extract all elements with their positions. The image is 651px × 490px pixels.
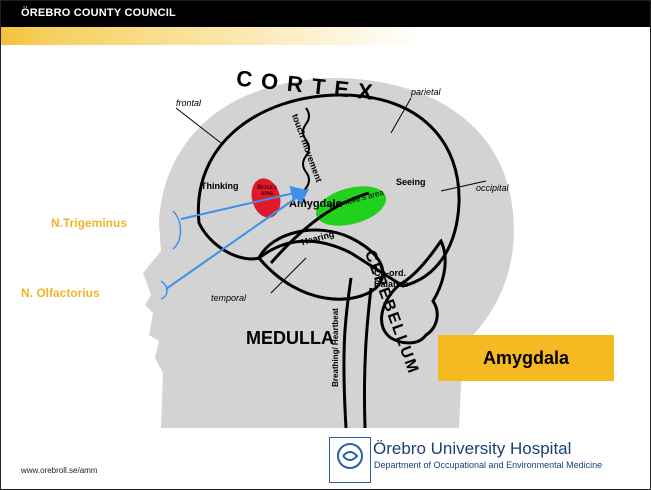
breathing-label: Breathing/ Heartbeat [331,308,340,387]
medulla-label: MEDULLA [246,328,334,349]
hospital-name: Örebro University Hospital [373,439,571,459]
trigeminus-label: N.Trigeminus [51,216,127,230]
amygdala-diagram-label: Amygdala [289,198,342,210]
hospital-department: Department of Occupational and Environme… [374,460,602,470]
header-title: ÖREBRO COUNTY COUNCIL [21,7,176,19]
seeing-label: Seeing [396,177,426,187]
thinking-label: Thinking [201,181,239,191]
header-bar: ÖREBRO COUNTY COUNCIL [1,1,650,27]
amygdala-highlight-box: Amygdala [438,335,614,381]
brocas-label: Broca's area [253,185,281,197]
footer-url[interactable]: www.orebroll.se/amm [21,466,97,475]
olfactorius-label: N. Olfactorius [21,286,100,300]
frontal-label: frontal [176,98,201,108]
hospital-logo-icon [329,437,371,483]
parietal-label: parietal [411,87,441,97]
occipital-label: occipital [476,183,509,193]
temporal-label: temporal [211,293,246,303]
header-accent-bar [1,27,650,45]
